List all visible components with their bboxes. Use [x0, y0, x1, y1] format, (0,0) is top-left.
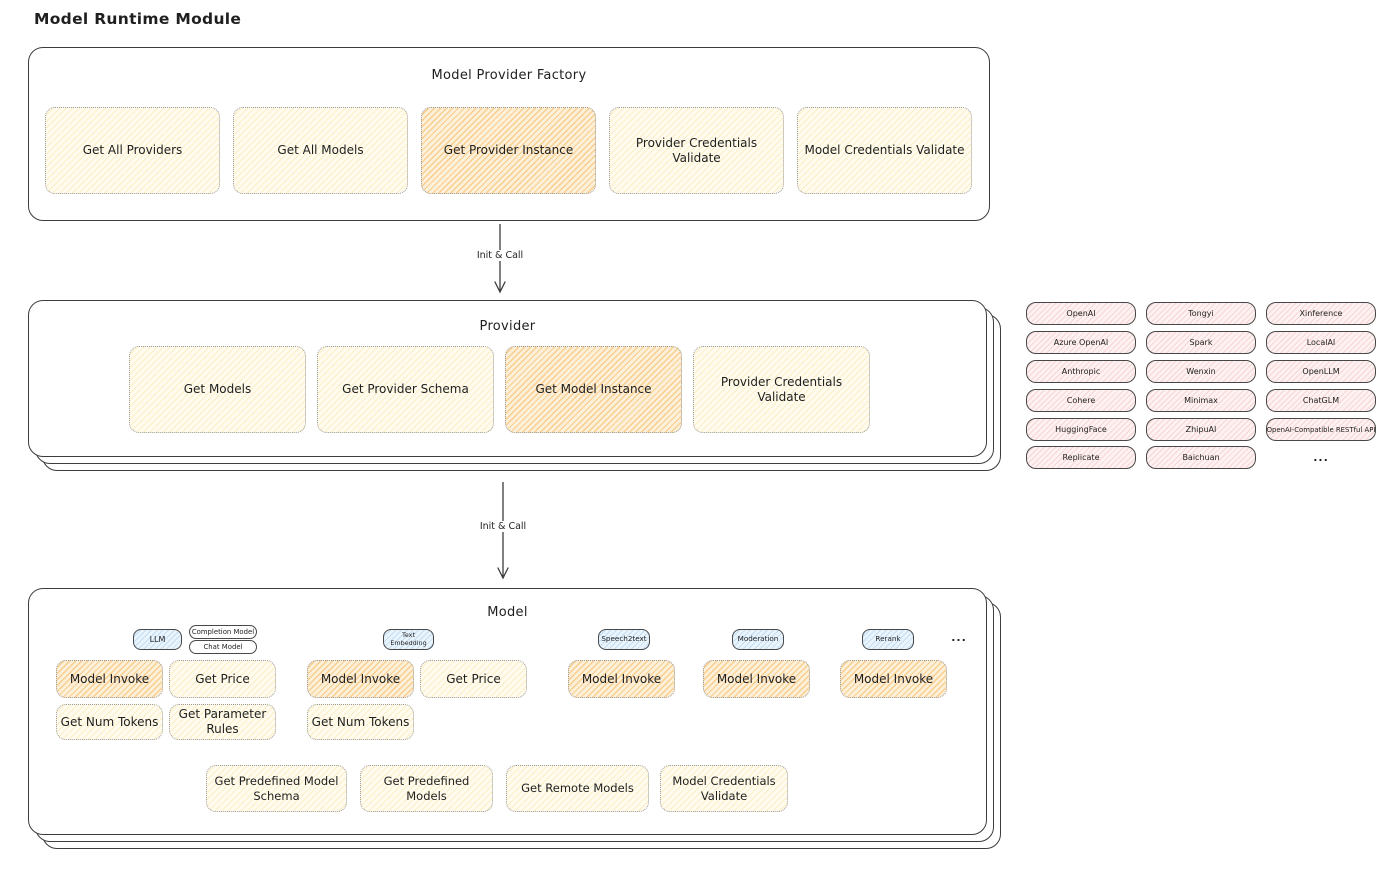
provider-chip-xinference: Xinference	[1266, 302, 1376, 325]
model-tab-moderation: Moderation	[732, 629, 784, 650]
provider-chip-replicate: Replicate	[1026, 446, 1136, 469]
factory-box-get-all-models: Get All Models	[233, 107, 408, 194]
provider-title: Provider	[479, 319, 536, 334]
factory-box-get-all-providers: Get All Providers	[45, 107, 220, 194]
model-tab-llm: LLM	[133, 629, 182, 650]
provider-box-get-model-instance: Get Model Instance	[505, 346, 682, 433]
factory-box-provider-credentials-validate: Provider Credentials Validate	[609, 107, 784, 194]
model-box-get-remote-models: Get Remote Models	[506, 765, 649, 812]
moderation-model-invoke-box: Model Invoke	[703, 660, 810, 698]
model-frame: Model LLM Completion Model Chat Model Te…	[28, 588, 987, 835]
model-title: Model	[487, 605, 528, 620]
provider-chip-tongyi: Tongyi	[1146, 302, 1256, 325]
model-tab-more-ellipsis: ...	[951, 631, 967, 644]
model-box-get-predefined-model-schema: Get Predefined Model Schema	[206, 765, 347, 812]
text-embedding-model-invoke-box: Model Invoke	[307, 660, 414, 698]
provider-chip-huggingface: HuggingFace	[1026, 418, 1136, 441]
llm-model-invoke-box: Model Invoke	[56, 660, 163, 698]
provider-chip-anthropic: Anthropic	[1026, 360, 1136, 383]
provider-chip-baichuan: Baichuan	[1146, 446, 1256, 469]
arrow-label-init-call-2: Init & Call	[475, 521, 531, 532]
model-subtab-chat-model: Chat Model	[189, 640, 257, 654]
llm-get-price-box: Get Price	[169, 660, 276, 698]
provider-chip-cohere: Cohere	[1026, 389, 1136, 412]
provider-chip-more-ellipsis: ...	[1313, 451, 1329, 464]
model-tab-speech2text: Speech2text	[598, 629, 650, 650]
provider-chip-spark: Spark	[1146, 331, 1256, 354]
provider-box-get-models: Get Models	[129, 346, 306, 433]
model-box-model-credentials-validate: Model Credentials Validate	[660, 765, 788, 812]
provider-box-get-provider-schema: Get Provider Schema	[317, 346, 494, 433]
provider-chip-openai: OpenAI	[1026, 302, 1136, 325]
text-embedding-get-price-box: Get Price	[420, 660, 527, 698]
provider-chip-openai-compatible-restful-api: OpenAI-Compatible RESTful API	[1266, 418, 1376, 441]
provider-box-provider-credentials-validate: Provider Credentials Validate	[693, 346, 870, 433]
model-tab-rerank: Rerank	[862, 629, 914, 650]
llm-get-parameter-rules-box: Get Parameter Rules	[169, 704, 276, 740]
text-embedding-get-num-tokens-box: Get Num Tokens	[307, 704, 414, 740]
llm-get-num-tokens-box: Get Num Tokens	[56, 704, 163, 740]
provider-chip-zhipuai: ZhipuAI	[1146, 418, 1256, 441]
provider-chip-minimax: Minimax	[1146, 389, 1256, 412]
provider-chip-openllm: OpenLLM	[1266, 360, 1376, 383]
provider-frame: Provider Get Models Get Provider Schema …	[28, 300, 987, 457]
rerank-model-invoke-box: Model Invoke	[840, 660, 947, 698]
factory-title: Model Provider Factory	[431, 68, 587, 83]
arrow-label-init-call-1: Init & Call	[472, 250, 528, 261]
provider-chip-localai: LocalAI	[1266, 331, 1376, 354]
diagram-title: Model Runtime Module	[34, 10, 242, 28]
model-tab-text-embedding: Text Embedding	[383, 629, 434, 650]
model-box-get-predefined-models: Get Predefined Models	[360, 765, 493, 812]
model-subtab-completion-model: Completion Model	[189, 625, 257, 639]
factory-box-get-provider-instance: Get Provider Instance	[421, 107, 596, 194]
speech2text-model-invoke-box: Model Invoke	[568, 660, 675, 698]
factory-frame: Model Provider Factory Get All Providers…	[28, 47, 990, 221]
provider-chip-wenxin: Wenxin	[1146, 360, 1256, 383]
provider-chip-azure-openai: Azure OpenAI	[1026, 331, 1136, 354]
provider-chip-chatglm: ChatGLM	[1266, 389, 1376, 412]
factory-box-model-credentials-validate: Model Credentials Validate	[797, 107, 972, 194]
